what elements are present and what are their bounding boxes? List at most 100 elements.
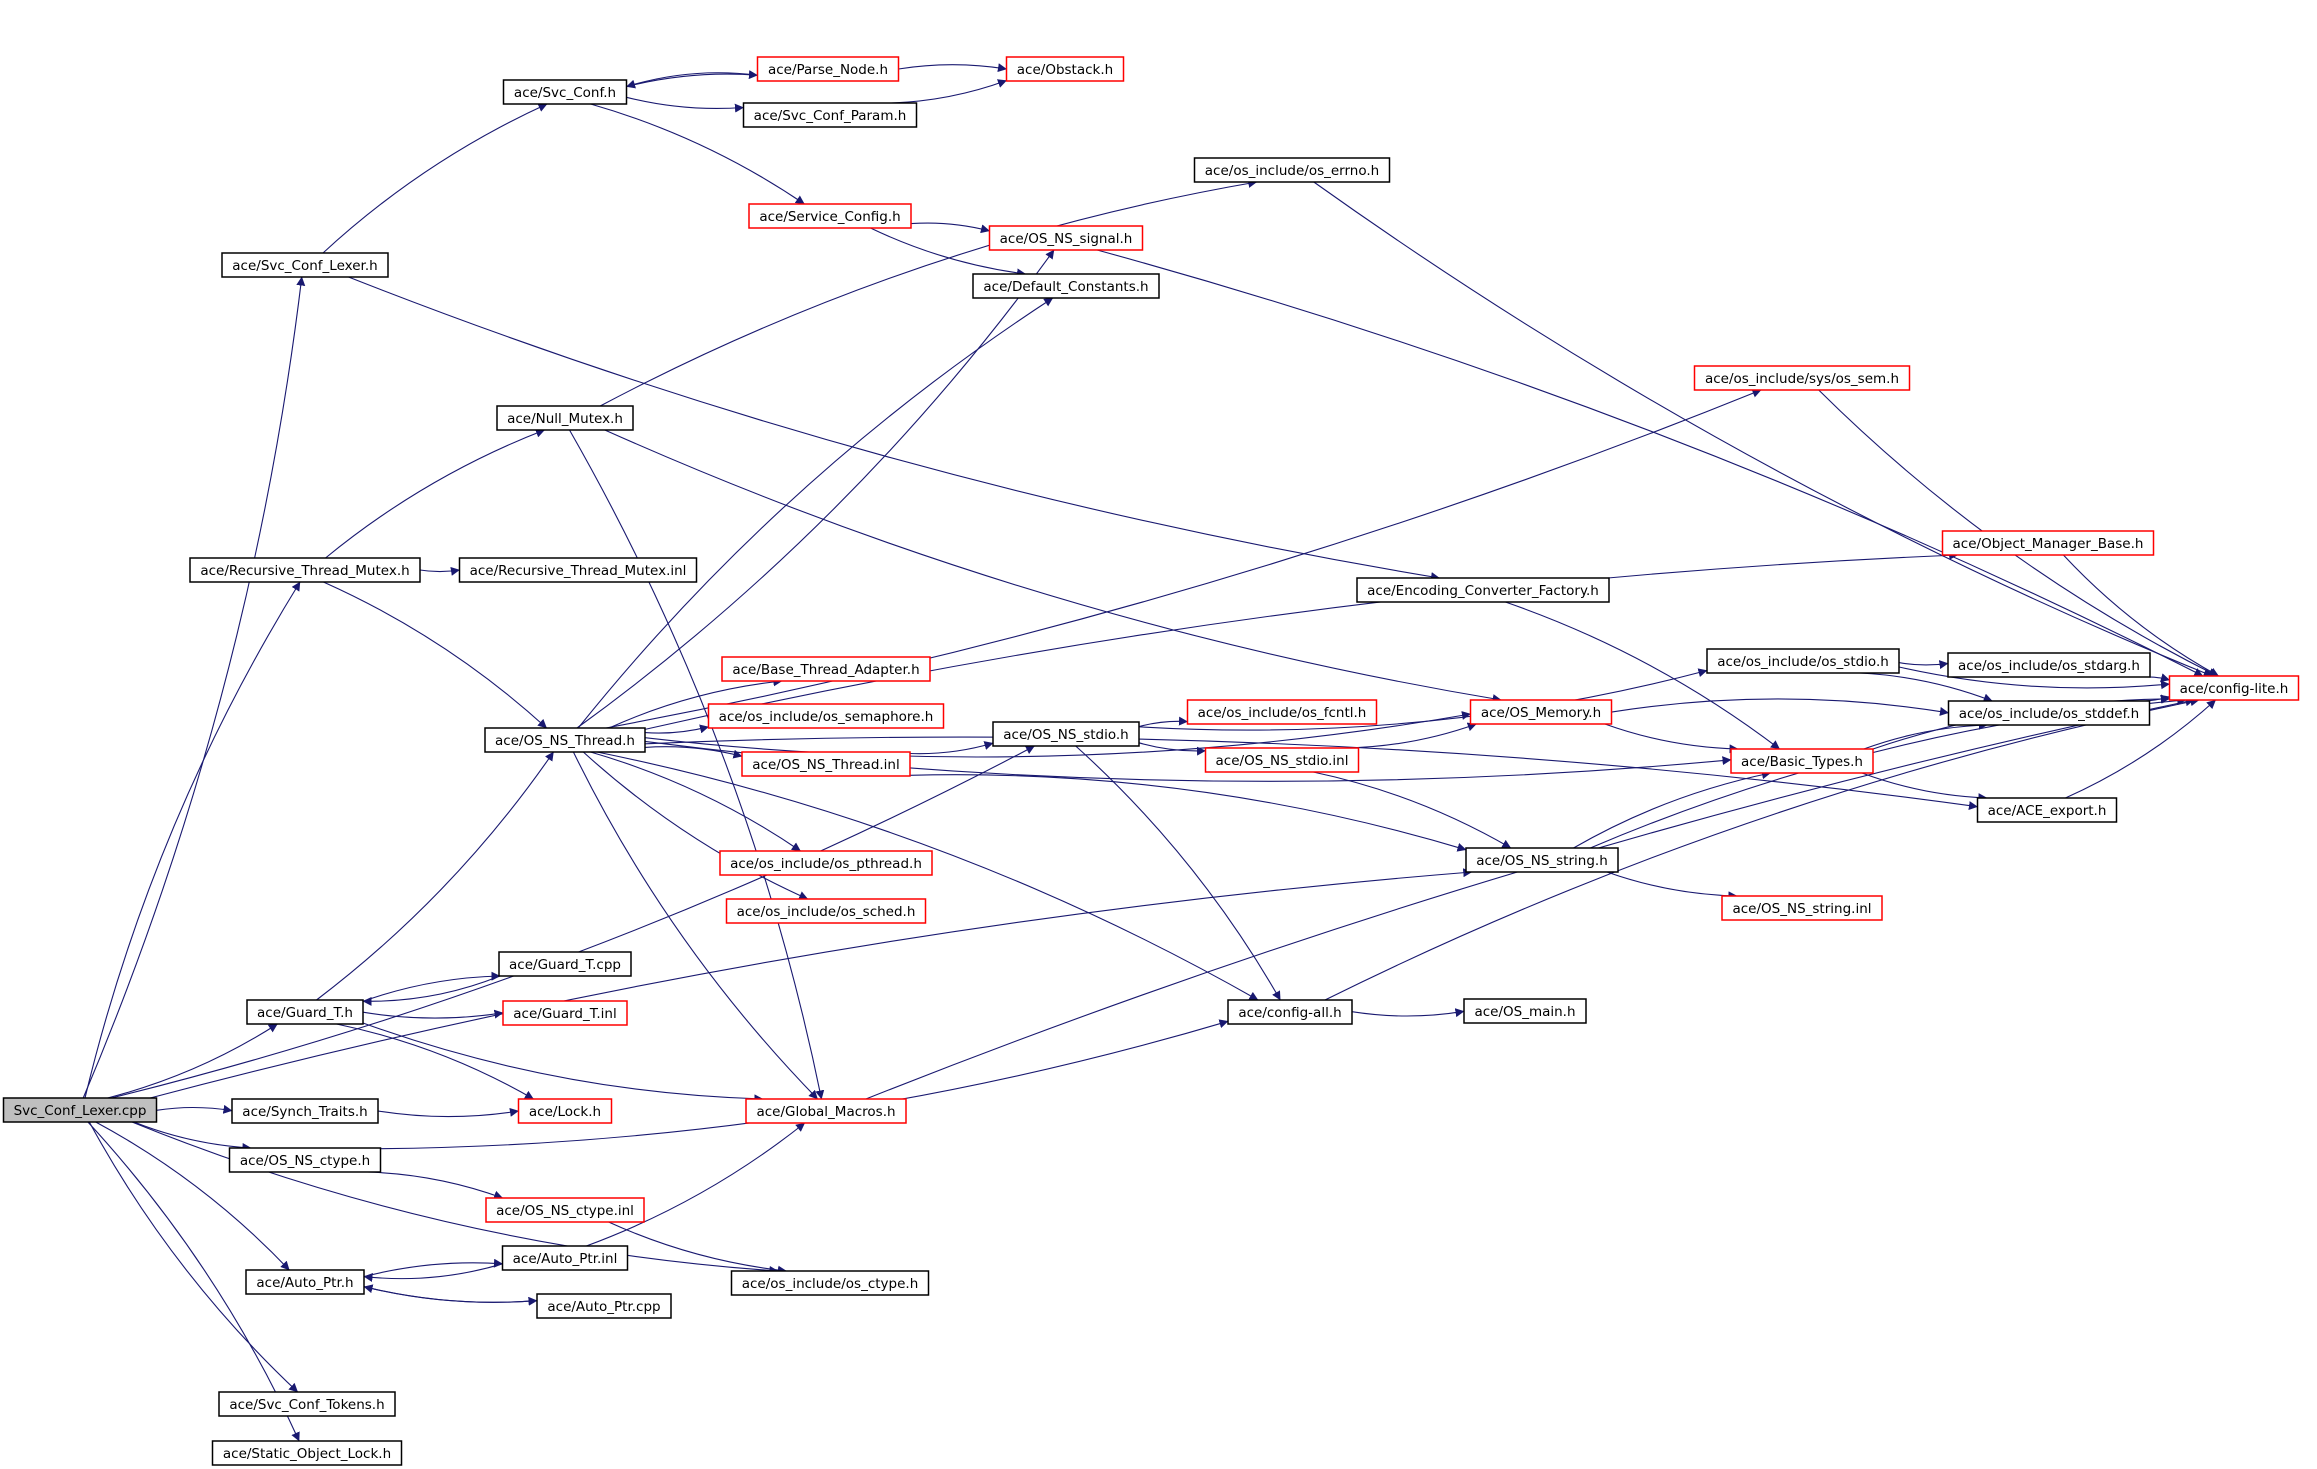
edge-svc-conf-lexer-cpp-to-os-ctype-h: [131, 1121, 779, 1275]
node-os-errno-h[interactable]: ace/os_include/os_errno.h: [1193, 157, 1391, 183]
node-os-ns-thread-inl[interactable]: ace/OS_NS_Thread.inl: [741, 751, 911, 777]
edge-auto-ptr-inl-to-auto-ptr-h: [363, 1263, 503, 1282]
edges-layer: [82, 63, 2219, 1442]
node-box: [1463, 998, 1587, 1024]
node-box: [496, 405, 634, 431]
node-os-pthread-h[interactable]: ace/os_include/os_pthread.h: [719, 850, 933, 876]
edge-object-manager-base-h-to-config-lite-h: [2062, 554, 2219, 677]
edge-os-ns-thread-h-to-os-memory-h: [644, 711, 1471, 758]
node-lock-h[interactable]: ace/Lock.h: [517, 1098, 613, 1124]
node-sys-os-sem-h[interactable]: ace/os_include/sys/os_sem.h: [1693, 365, 1911, 391]
node-svc-conf-tokens-h[interactable]: ace/Svc_Conf_Tokens.h: [218, 1391, 396, 1417]
node-synch-traits-h[interactable]: ace/Synch_Traits.h: [231, 1098, 379, 1124]
edge-service-config-h-to-default-constants-h: [870, 227, 1026, 278]
node-service-config-h[interactable]: ace/Service_Config.h: [748, 203, 912, 229]
edge-synch-traits-h-to-lock-h: [377, 1107, 519, 1118]
node-encoding-converter-factory-h[interactable]: ace/Encoding_Converter_Factory.h: [1356, 577, 1610, 603]
edge-os-ns-thread-h-to-os-semaphore-h: [644, 724, 709, 734]
edge-os-ns-thread-inl-to-os-ns-stdio-h: [909, 741, 994, 755]
edge-os-ns-thread-h-to-default-constants-h: [577, 297, 1054, 729]
node-object-manager-base-h[interactable]: ace/Object_Manager_Base.h: [1941, 530, 2155, 556]
node-box: [485, 1197, 645, 1223]
node-label: ace/config-lite.h: [2180, 681, 2289, 697]
edge-rec-thread-mutex-h-to-rec-thread-mutex-inl: [419, 566, 460, 576]
node-os-ns-string-h[interactable]: ace/OS_NS_string.h: [1465, 847, 1619, 873]
edge-parse-node-h-to-obstack-h: [898, 63, 1007, 73]
node-os-ns-stdio-inl[interactable]: ace/OS_NS_stdio.inl: [1204, 747, 1360, 773]
node-os-ns-ctype-inl[interactable]: ace/OS_NS_ctype.inl: [485, 1197, 645, 1223]
edge-svc-conf-lexer-h-to-encoding-converter-factory-h: [348, 276, 1440, 582]
node-svc-conf-lexer-cpp[interactable]: Svc_Conf_Lexer.cpp: [2, 1097, 158, 1123]
node-default-constants-h[interactable]: ace/Default_Constants.h: [972, 273, 1160, 299]
node-basic-types-h[interactable]: ace/Basic_Types.h: [1730, 748, 1874, 774]
node-label: ace/Synch_Traits.h: [242, 1104, 367, 1120]
node-box: [1947, 652, 2151, 678]
node-label: ace/OS_NS_stdio.inl: [1216, 753, 1349, 769]
node-svc-conf-lexer-h[interactable]: ace/Svc_Conf_Lexer.h: [221, 252, 389, 278]
edge-basic-types-h-to-ace-export-h: [1861, 772, 1988, 803]
node-label: ace/OS_NS_signal.h: [1000, 231, 1133, 247]
node-base-thread-adapter-h[interactable]: ace/Base_Thread_Adapter.h: [721, 656, 931, 682]
node-os-main-h[interactable]: ace/OS_main.h: [1463, 998, 1587, 1024]
node-auto-ptr-cpp[interactable]: ace/Auto_Ptr.cpp: [536, 1293, 672, 1319]
node-rec-thread-mutex-inl[interactable]: ace/Recursive_Thread_Mutex.inl: [458, 557, 698, 583]
node-os-stddef-h[interactable]: ace/os_include/os_stddef.h: [1947, 700, 2151, 726]
edge-os-ns-stdio-inl-to-os-ns-string-h: [1313, 771, 1512, 849]
node-os-ns-string-inl[interactable]: ace/OS_NS_string.inl: [1721, 895, 1883, 921]
node-os-stdio-h[interactable]: ace/os_include/os_stdio.h: [1706, 648, 1900, 674]
edge-parse-node-h-to-svc-conf-h: [626, 72, 758, 89]
node-guard-t-inl[interactable]: ace/Guard_T.inl: [502, 1000, 628, 1026]
node-config-all-h[interactable]: ace/config-all.h: [1227, 999, 1353, 1025]
node-os-sched-h[interactable]: ace/os_include/os_sched.h: [725, 898, 927, 924]
node-global-macros-h[interactable]: ace/Global_Macros.h: [745, 1098, 907, 1124]
node-os-ns-thread-h[interactable]: ace/OS_NS_Thread.h: [484, 727, 646, 753]
node-label: ace/Guard_T.inl: [513, 1006, 616, 1022]
node-rec-thread-mutex-h[interactable]: ace/Recursive_Thread_Mutex.h: [189, 557, 421, 583]
node-os-ns-stdio-h[interactable]: ace/OS_NS_stdio.h: [992, 721, 1140, 747]
node-label: ace/Recursive_Thread_Mutex.h: [200, 563, 409, 579]
edge-guard-t-h-to-guard-t-cpp: [362, 971, 501, 1002]
node-box: [1941, 530, 2155, 556]
node-label: ace/os_include/os_semaphore.h: [719, 709, 934, 725]
node-null-mutex-h[interactable]: ace/Null_Mutex.h: [496, 405, 634, 431]
node-os-ns-ctype-h[interactable]: ace/OS_NS_ctype.h: [228, 1147, 382, 1173]
node-box: [458, 557, 698, 583]
node-label: ace/Null_Mutex.h: [507, 411, 623, 427]
node-os-fcntl-h[interactable]: ace/os_include/os_fcntl.h: [1186, 699, 1378, 725]
node-parse-node-h[interactable]: ace/Parse_Node.h: [756, 56, 900, 82]
node-svc-conf-param-h[interactable]: ace/Svc_Conf_Param.h: [742, 102, 918, 128]
edge-os-ns-thread-h-to-config-all-h: [596, 751, 1259, 1001]
node-box: [246, 999, 364, 1025]
node-box: [1721, 895, 1883, 921]
node-label: ace/Svc_Conf_Tokens.h: [229, 1397, 384, 1413]
node-config-lite-h[interactable]: ace/config-lite.h: [2168, 675, 2300, 701]
node-guard-t-h[interactable]: ace/Guard_T.h: [246, 999, 364, 1025]
edge-svc-conf-lexer-cpp-to-os-ns-ctype-h: [133, 1121, 252, 1152]
node-auto-ptr-inl[interactable]: ace/Auto_Ptr.inl: [501, 1245, 629, 1271]
node-box: [1227, 999, 1353, 1025]
node-os-semaphore-h[interactable]: ace/os_include/os_semaphore.h: [707, 703, 945, 729]
node-guard-t-cpp[interactable]: ace/Guard_T.cpp: [498, 951, 632, 977]
node-os-ns-signal-h[interactable]: ace/OS_NS_signal.h: [988, 225, 1144, 251]
node-box: [517, 1098, 613, 1124]
node-ace-export-h[interactable]: ace/ACE_export.h: [1976, 797, 2118, 823]
node-label: ace/Service_Config.h: [759, 209, 900, 225]
node-static-object-lock-h[interactable]: ace/Static_Object_Lock.h: [211, 1440, 403, 1466]
node-os-ctype-h[interactable]: ace/os_include/os_ctype.h: [730, 1270, 930, 1296]
node-os-stdarg-h[interactable]: ace/os_include/os_stdarg.h: [1947, 652, 2151, 678]
node-box: [1186, 699, 1378, 725]
node-box: [536, 1293, 672, 1319]
node-svc-conf-h[interactable]: ace/Svc_Conf.h: [502, 79, 628, 105]
node-label: ace/os_include/os_stddef.h: [1959, 706, 2139, 722]
node-label: ace/Auto_Ptr.cpp: [547, 1299, 660, 1315]
edge-os-ns-ctype-inl-to-os-ctype-h: [608, 1221, 787, 1275]
edge-os-stdio-h-to-os-stdarg-h: [1898, 660, 1949, 670]
node-auto-ptr-h[interactable]: ace/Auto_Ptr.h: [245, 1269, 365, 1295]
node-label: ace/os_include/os_sched.h: [737, 904, 916, 920]
node-box: [1356, 577, 1610, 603]
edge-svc-conf-h-to-parse-node-h: [626, 70, 758, 88]
edge-os-memory-h-to-os-stddef-h: [1611, 698, 1949, 716]
node-obstack-h[interactable]: ace/Obstack.h: [1005, 56, 1125, 82]
node-os-memory-h[interactable]: ace/OS_Memory.h: [1469, 699, 1613, 725]
node-box: [1193, 157, 1391, 183]
